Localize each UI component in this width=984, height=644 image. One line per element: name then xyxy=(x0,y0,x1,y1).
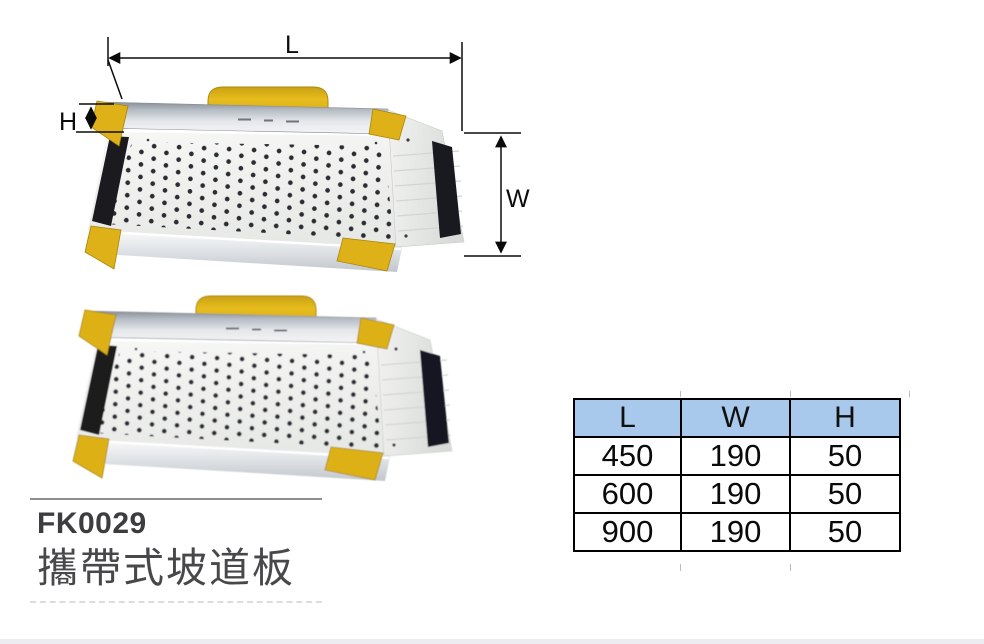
spec-col-length: L xyxy=(573,398,682,438)
spec-row: 900 190 50 xyxy=(573,512,901,552)
product-code: FK0029 xyxy=(37,507,147,540)
spec-header-row: L W H xyxy=(573,398,901,438)
ramp-photo-bottom xyxy=(71,294,454,483)
spec-cell-height: 50 xyxy=(789,474,901,514)
spec-cell-width: 190 xyxy=(680,474,791,514)
spec-table: L W H 450 190 50 600 190 50 900 190 50 xyxy=(573,398,901,552)
width-dimension xyxy=(464,132,521,257)
spec-cell-length: 600 xyxy=(573,474,682,514)
spec-row: 450 190 50 xyxy=(573,436,901,476)
spec-cell-length: 900 xyxy=(573,512,682,552)
ramp-photo-top xyxy=(83,85,466,274)
divider-dashed xyxy=(30,601,322,604)
gridline-ticks xyxy=(680,391,910,571)
spec-cell-width: 190 xyxy=(680,436,791,476)
spec-cell-width: 190 xyxy=(680,512,791,552)
dimension-label-width: W xyxy=(506,185,530,213)
product-name: 攜帶式坡道板 xyxy=(37,545,295,591)
spec-col-width: W xyxy=(680,398,791,438)
product-info: FK0029 攜帶式坡道板 xyxy=(30,498,322,604)
height-dimension xyxy=(76,103,124,133)
spec-cell-length: 450 xyxy=(573,436,682,476)
spec-cell-height: 50 xyxy=(789,512,901,552)
spec-cell-height: 50 xyxy=(789,436,901,476)
spec-col-height: H xyxy=(789,398,901,438)
spec-row: 600 190 50 xyxy=(573,474,901,514)
length-dimension xyxy=(107,37,463,131)
dimension-label-height: H xyxy=(59,108,77,136)
dimension-label-length: L xyxy=(285,31,299,59)
divider-solid xyxy=(30,498,322,500)
window-bottom-edge xyxy=(0,639,984,644)
